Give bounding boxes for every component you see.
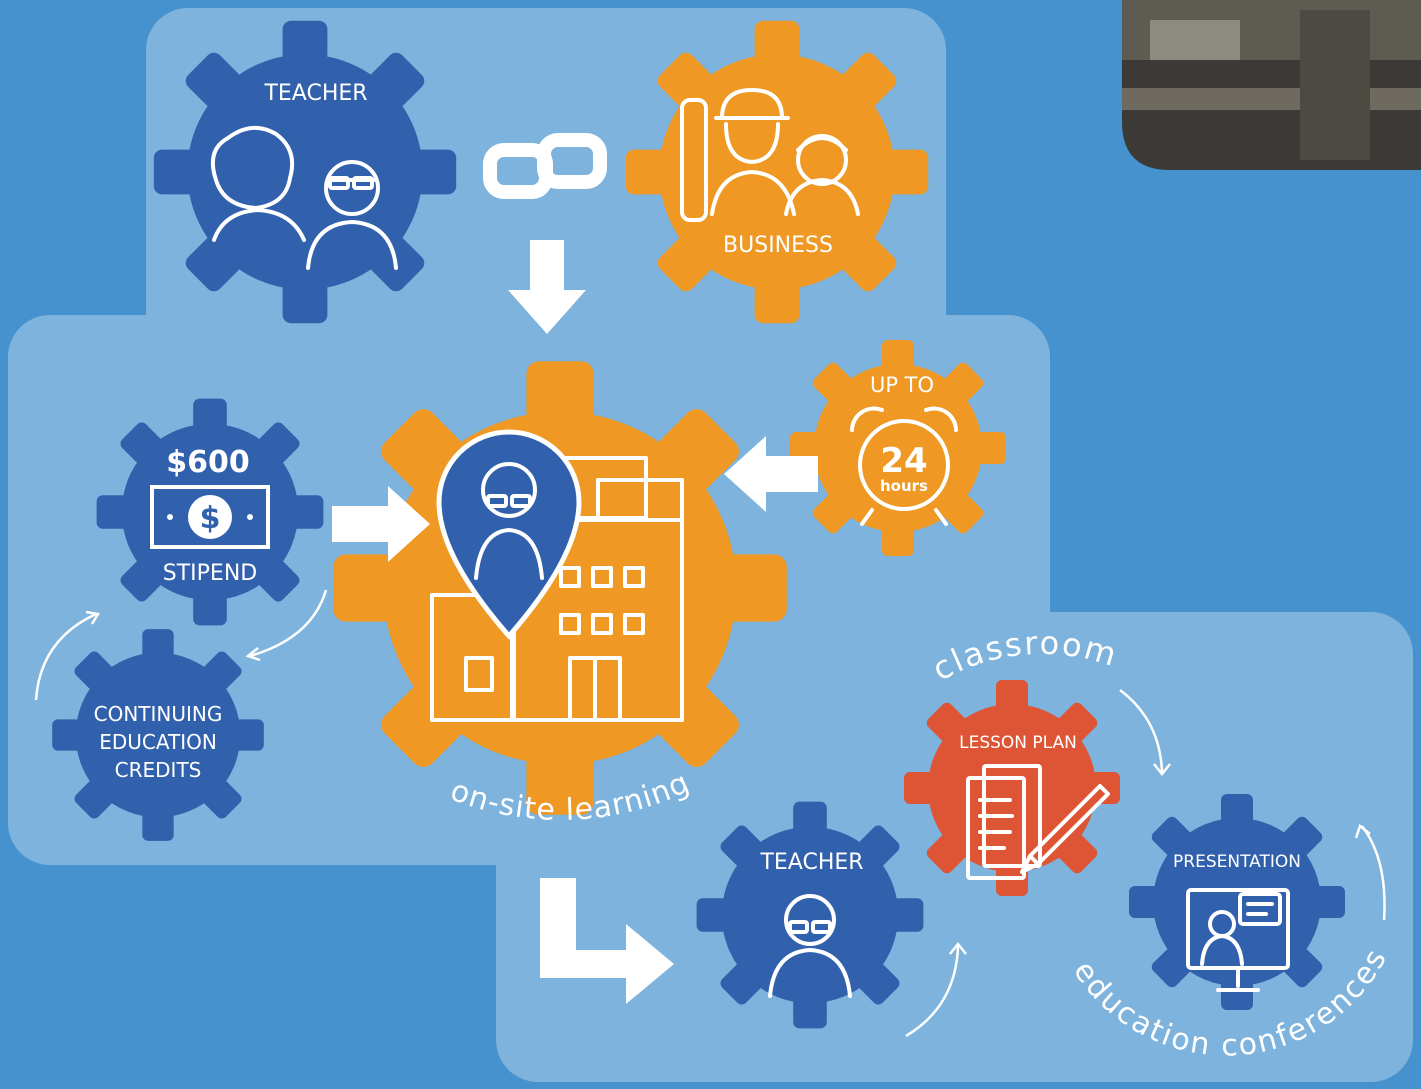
stipend-label: STIPEND	[163, 561, 257, 586]
alarm-clock-icon	[850, 406, 958, 526]
monitor-presentation-icon	[1186, 888, 1290, 992]
lesson-plan-gear	[904, 680, 1120, 896]
teacher-icon	[768, 894, 852, 998]
photo-thumbnail	[1122, 0, 1421, 170]
onsite-gear	[333, 361, 787, 815]
money-bill-icon	[150, 485, 270, 549]
teachers-icon	[211, 126, 398, 270]
business-people-icon	[680, 88, 860, 222]
cycle-arrows	[34, 589, 328, 701]
hours-prefix: UP TO	[870, 373, 934, 397]
credits-line1: CONTINUING	[94, 702, 223, 726]
credits-line2: EDUCATION	[99, 730, 217, 754]
building-location-pin-icon	[430, 429, 684, 722]
arrow-down-icon	[508, 240, 586, 334]
teacher-bottom-label: TEACHER	[759, 850, 863, 875]
stipend-amount: $600	[166, 445, 250, 480]
business-label: BUSINESS	[723, 233, 833, 258]
business-gear	[625, 20, 929, 324]
arrow-elbow-icon	[540, 878, 674, 1004]
teacher-gear-bottom	[696, 801, 924, 1029]
lesson-plan-document-icon	[966, 764, 1110, 880]
chain-link-icon	[483, 133, 607, 199]
hours-unit: hours	[880, 477, 928, 495]
stipend-currency-symbol: $	[200, 501, 221, 536]
hours-number: 24	[880, 441, 927, 481]
teacher-top-label: TEACHER	[263, 81, 367, 106]
presentation-label: PRESENTATION	[1173, 852, 1301, 872]
teacher-gear-top	[153, 20, 457, 324]
arrow-left-icon	[724, 436, 818, 512]
flow-arrows-bottom	[905, 689, 1386, 1038]
arrow-right-icon	[332, 486, 430, 562]
credits-line3: CREDITS	[115, 758, 202, 782]
lesson-plan-label: LESSON PLAN	[959, 733, 1077, 753]
